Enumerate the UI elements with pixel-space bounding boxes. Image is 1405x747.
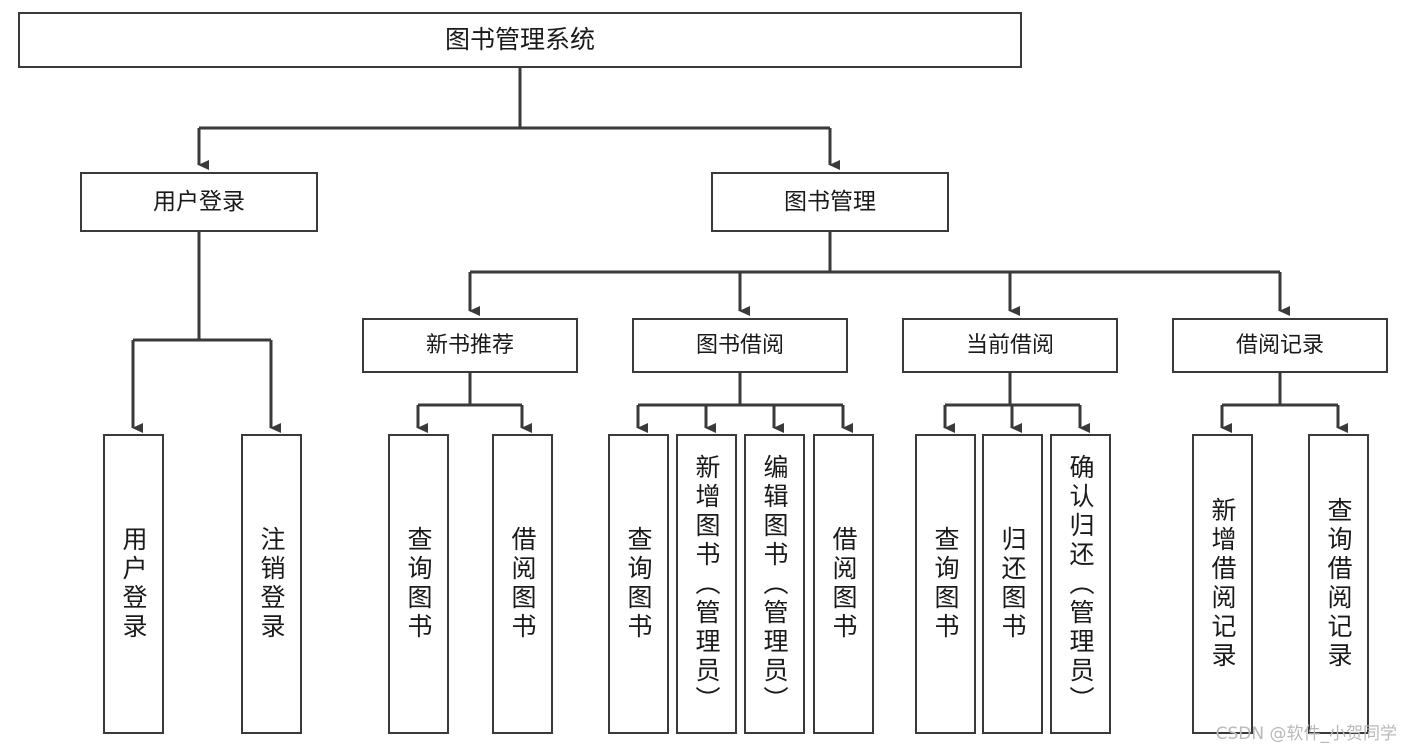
node-current-borrow[interactable]: 当前借阅 <box>902 318 1118 373</box>
node-label: 注销登录 <box>257 526 286 642</box>
leaf-current-borrow-confirm-return-admin[interactable]: 确认归还（管理员） <box>1050 434 1111 734</box>
node-borrow-record[interactable]: 借阅记录 <box>1172 318 1388 373</box>
node-label: 归还图书 <box>998 526 1027 642</box>
node-label: 借阅图书 <box>829 526 858 642</box>
node-label: 编辑图书（管理员） <box>760 453 789 715</box>
leaf-new-book-query-book[interactable]: 查询图书 <box>388 434 449 734</box>
node-label: 查询借阅记录 <box>1324 497 1353 671</box>
node-label: 查询图书 <box>931 526 960 642</box>
node-label: 图书借阅 <box>695 332 784 358</box>
leaf-book-borrow-edit-book-admin[interactable]: 编辑图书（管理员） <box>744 434 805 734</box>
node-label: 查询图书 <box>624 526 653 642</box>
node-label: 新增图书（管理员） <box>692 453 721 715</box>
node-label: 确认归还（管理员） <box>1066 453 1095 715</box>
leaf-book-borrow-borrow-book[interactable]: 借阅图书 <box>813 434 874 734</box>
leaf-current-borrow-query-book[interactable]: 查询图书 <box>915 434 976 734</box>
node-book-management[interactable]: 图书管理 <box>711 172 949 232</box>
node-book-borrow[interactable]: 图书借阅 <box>632 318 848 373</box>
node-label: 图书管理系统 <box>444 24 595 54</box>
leaf-book-borrow-query-book[interactable]: 查询图书 <box>608 434 669 734</box>
node-label: 用户登录 <box>153 188 245 215</box>
node-user-login[interactable]: 用户登录 <box>80 172 318 232</box>
node-label: 借阅图书 <box>508 526 537 642</box>
node-new-book-recommend[interactable]: 新书推荐 <box>362 318 578 373</box>
leaf-book-borrow-add-book-admin[interactable]: 新增图书（管理员） <box>676 434 737 734</box>
leaf-borrow-record-query-record[interactable]: 查询借阅记录 <box>1308 434 1369 734</box>
leaf-new-book-borrow-book[interactable]: 借阅图书 <box>492 434 553 734</box>
leaf-current-borrow-return-book[interactable]: 归还图书 <box>982 434 1043 734</box>
node-label: 新书推荐 <box>425 332 514 358</box>
node-label: 借阅记录 <box>1235 332 1324 358</box>
node-root-book-management-system[interactable]: 图书管理系统 <box>18 12 1022 68</box>
node-label: 图书管理 <box>784 188 876 215</box>
node-label: 新增借阅记录 <box>1208 497 1237 671</box>
leaf-user-login-login[interactable]: 用户登录 <box>103 434 164 734</box>
node-label: 当前借阅 <box>965 332 1054 358</box>
leaf-user-login-logout[interactable]: 注销登录 <box>241 434 302 734</box>
leaf-borrow-record-add-record[interactable]: 新增借阅记录 <box>1192 434 1253 734</box>
csdn-watermark: CSDN @软件_小贺同学 <box>1215 724 1397 744</box>
node-label: 查询图书 <box>404 526 433 642</box>
node-label: 用户登录 <box>119 526 148 642</box>
